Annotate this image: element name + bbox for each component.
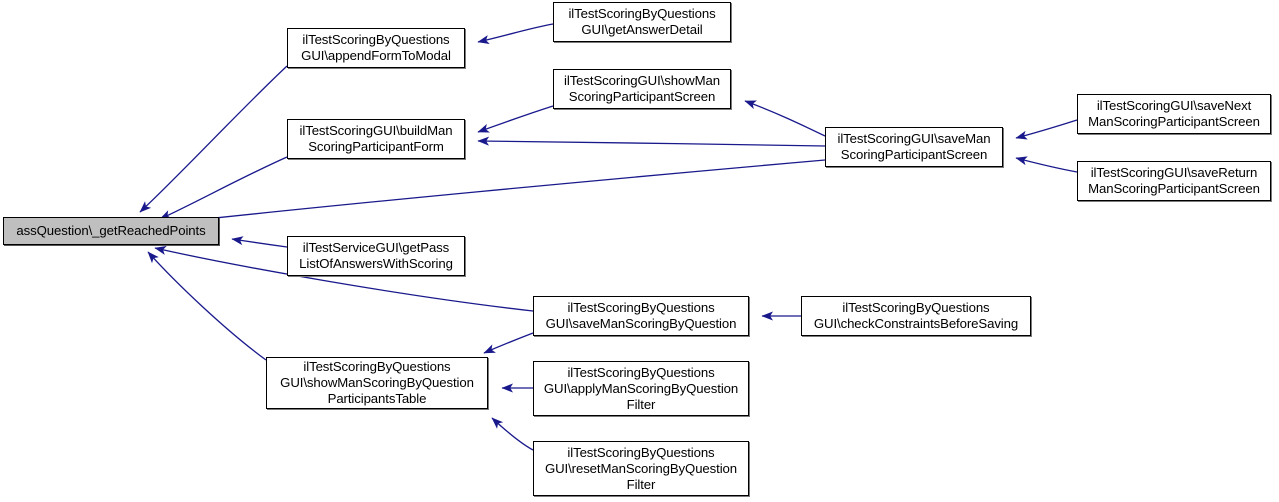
graph-node-buildManScoringParticipantForm[interactable]: ilTestScoringGUI\buildMan ScoringPartici… — [287, 119, 465, 159]
graph-node-saveManScoringParticipantScreen[interactable]: ilTestScoringGUI\saveMan ScoringParticip… — [825, 127, 1003, 167]
graph-node-saveReturnManScoringParticipantScreen[interactable]: ilTestScoringGUI\saveReturn ManScoringPa… — [1077, 161, 1271, 201]
graph-edge-saveManScoringParticipantScreen-to-current — [159, 159, 826, 228]
graph-node-appendFormToModal[interactable]: ilTestScoringByQuestions GUI\appendFormT… — [287, 28, 465, 68]
graph-edge-getAnswerDetail-to-appendFormToModal — [477, 23, 554, 45]
graph-edge-getPassListOfAnswersWithScoring-to-current — [231, 236, 288, 248]
graph-node-showManScoringByQuestionParticipantsTable[interactable]: ilTestScoringByQuestions GUI\showManScor… — [266, 357, 488, 409]
graph-edge-showManScoringParticipantScreen-to-buildManScoringParticipantForm — [477, 105, 554, 133]
graph-node-showManScoringParticipantScreen[interactable]: ilTestScoringGUI\showMan ScoringParticip… — [553, 69, 731, 109]
graph-node-checkConstraintsBeforeSaving[interactable]: ilTestScoringByQuestions GUI\checkConstr… — [801, 296, 1031, 336]
graph-node-resetManScoringByQuestionFilter[interactable]: ilTestScoringByQuestions GUI\resetManSco… — [533, 441, 749, 496]
graph-edge-buildManScoringParticipantForm-to-current — [159, 156, 288, 220]
graph-edge-showManScoringByQuestionParticipantsTable-to-current — [147, 251, 267, 361]
graph-node-saveNextManScoringParticipantScreen[interactable]: ilTestScoringGUI\saveNext ManScoringPart… — [1077, 94, 1271, 134]
graph-edge-saveManScoringByQuestion-to-showManScoringByQuestionParticipantsTable — [483, 332, 534, 354]
graph-edge-saveManScoringParticipantScreen-to-showManScoringParticipantScreen — [744, 100, 826, 137]
graph-edge-saveNextManScoringParticipantScreen-to-saveManScoringParticipantScreen — [1015, 119, 1078, 140]
graph-edge-saveReturnManScoringParticipantScreen-to-saveManScoringParticipantScreen — [1015, 156, 1078, 173]
graph-node-saveManScoringByQuestion[interactable]: ilTestScoringByQuestions GUI\saveManScor… — [533, 296, 749, 336]
graph-node-current[interactable]: assQuestion\_getReachedPoints — [3, 217, 219, 245]
graph-node-getAnswerDetail[interactable]: ilTestScoringByQuestions GUI\getAnswerDe… — [553, 2, 731, 42]
graph-node-applyManScoringByQuestionFilter[interactable]: ilTestScoringByQuestions GUI\applyManSco… — [533, 361, 749, 416]
graph-edge-appendFormToModal-to-current — [139, 65, 288, 213]
graph-edge-saveManScoringParticipantScreen-to-buildManScoringParticipantForm — [477, 136, 826, 147]
graph-node-getPassListOfAnswersWithScoring[interactable]: ilTestServiceGUI\getPass ListOfAnswersWi… — [287, 236, 465, 276]
graph-edge-resetManScoringByQuestionFilter-to-showManScoringByQuestionParticipantsTable — [491, 417, 534, 451]
